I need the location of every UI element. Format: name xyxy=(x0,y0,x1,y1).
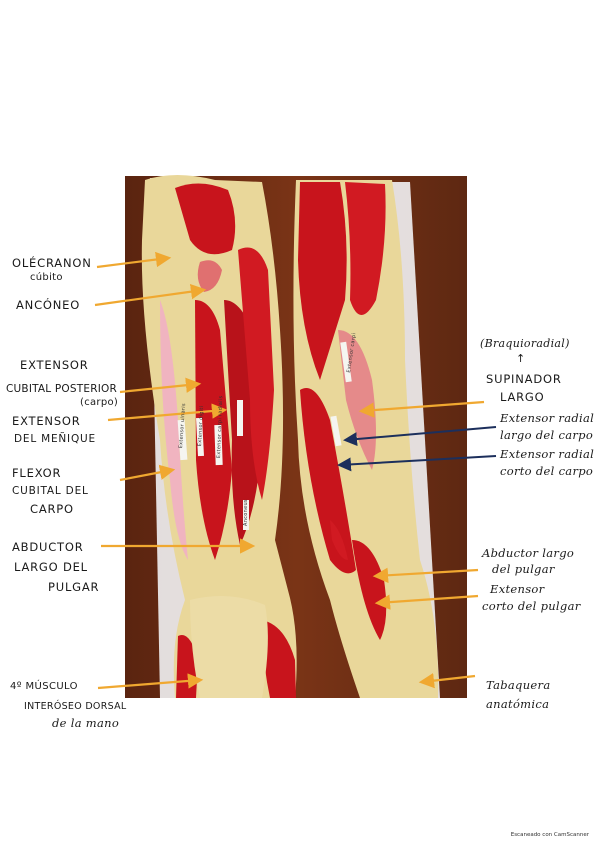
arrow-extensor-corto-pulgar xyxy=(374,594,479,610)
arrow-olecranon xyxy=(96,251,172,269)
label-ext-corto-pulgar-2: corto del pulgar xyxy=(482,599,581,613)
label-extensor-menique-2: DEL MEÑIQUE xyxy=(14,433,96,445)
label-tabaquera-2: anatómica xyxy=(486,697,550,711)
label-ext-radial-largo-2: largo del carpo xyxy=(500,428,594,442)
arrows xyxy=(94,251,485,690)
arrow-anconeo xyxy=(94,284,207,307)
label-ext-radial-largo-1: Extensor radial xyxy=(500,411,595,425)
photo-tag-2: Extensor digiti xyxy=(196,405,206,447)
arrow-interoseo xyxy=(97,673,204,690)
label-abductor-left-1: ABDUCTOR xyxy=(12,540,84,554)
arrow-supinador xyxy=(358,400,485,418)
label-flexor-1: FLEXOR xyxy=(12,466,62,480)
label-tabaquera-1: Tabaquera xyxy=(486,678,551,692)
photo-tag-4: Anconeus xyxy=(243,499,249,526)
label-supinador-1: SUPINADOR xyxy=(486,372,562,386)
arrow-extensor-menique xyxy=(107,403,228,422)
arrow-flexor xyxy=(119,464,176,482)
dissection-photo xyxy=(125,175,467,698)
arrows-navy xyxy=(337,426,497,472)
label-abductor-left-3: PULGAR xyxy=(48,580,100,594)
label-abductor-right-1: Abductor largo xyxy=(482,546,575,560)
arrow-extensor-cubital xyxy=(119,377,202,394)
arrow-ext-radial-corto xyxy=(337,455,497,472)
label-ext-radial-corto-1: Extensor radial xyxy=(500,447,595,461)
label-extensor-menique-1: EXTENSOR xyxy=(12,414,81,428)
label-flexor-2: CUBITAL DEL xyxy=(12,485,89,497)
scanner-footer: Escaneado con CamScanner xyxy=(510,832,589,838)
arrow-ext-radial-largo xyxy=(343,426,497,447)
label-interoseo-3: de la mano xyxy=(52,716,120,730)
label-ext-corto-pulgar-1: Extensor xyxy=(490,582,545,596)
label-extensor-cubital-1: EXTENSOR xyxy=(20,358,89,372)
label-interoseo-1: 4º MÚSCULO xyxy=(10,681,78,692)
label-extensor-cubital-3: (carpo) xyxy=(80,397,119,408)
label-extensor-cubital-2: CUBITAL POSTERIOR xyxy=(6,383,117,395)
arrow-abductor-right xyxy=(372,567,479,583)
label-abductor-left-2: LARGO DEL xyxy=(14,560,88,574)
label-olecranon: OLÉCRANON xyxy=(12,256,92,270)
label-abductor-right-2: del pulgar xyxy=(492,562,555,576)
label-anconeo: ANCÓNEO xyxy=(16,298,81,312)
label-flexor-3: CARPO xyxy=(30,502,74,516)
label-arrow-up: ↑ xyxy=(516,352,526,365)
label-braquiorradial: (Braquioradial) xyxy=(480,337,570,350)
label-cubito: cúbito xyxy=(30,272,63,283)
label-supinador-2: LARGO xyxy=(500,390,545,404)
arrow-tabaquera xyxy=(418,672,476,689)
label-interoseo-2: INTERÓSEO DORSAL xyxy=(24,701,127,712)
label-ext-radial-corto-2: corto del carpo xyxy=(500,464,594,478)
